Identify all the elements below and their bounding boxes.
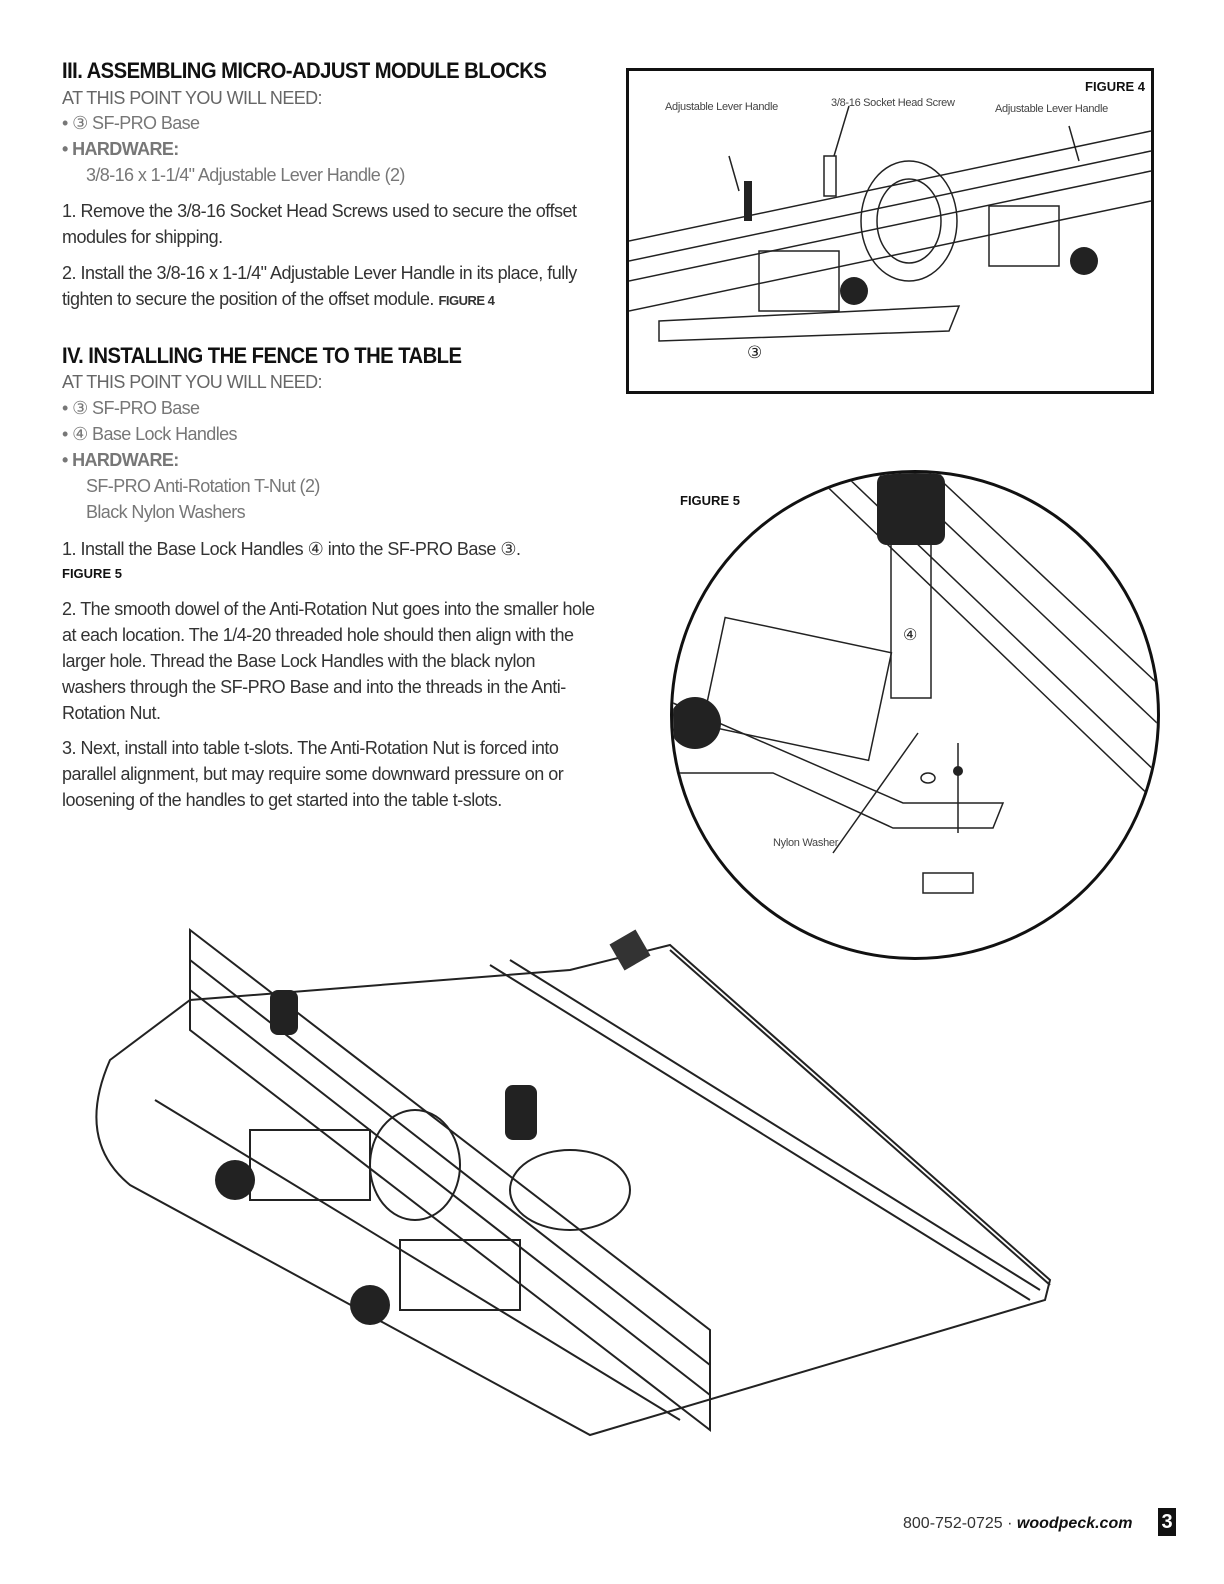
need-item: • HARDWARE: <box>62 450 179 470</box>
figure-4: FIGURE 4 Adjustable Lever Handle 3/8-16 … <box>626 68 1154 394</box>
section-3-need: AT THIS POINT YOU WILL NEED: <box>62 88 323 108</box>
footer-phone: 800-752-0725 · <box>903 1515 1013 1532</box>
hardware-item: 3/8-16 x 1-1/4" Adjustable Lever Handle … <box>86 165 405 185</box>
figure-4-title: FIGURE 4 <box>1085 79 1145 94</box>
step: 1. Remove the 3/8-16 Socket Head Screws … <box>62 201 577 247</box>
part-callout: ④ <box>903 627 918 644</box>
step-text: 2. Install the 3/8-16 x 1-1/4" Adjustabl… <box>62 263 577 309</box>
need-item: • ③ SF-PRO Base <box>62 113 200 133</box>
figure-ref: FIGURE 5 <box>62 566 122 581</box>
hardware-item: SF-PRO Anti-Rotation T-Nut (2) <box>86 476 320 496</box>
hardware-item: Black Nylon Washers <box>86 502 246 522</box>
figure-5: ④ Nylon Washer <box>670 470 1160 960</box>
part-callout: ③ <box>747 343 763 362</box>
figure-label: Adjustable Lever Handle <box>665 101 778 113</box>
figure-label: 3/8-16 Socket Head Screw <box>831 97 955 109</box>
figure-label: Nylon Washer <box>773 837 839 849</box>
router-table-illustration <box>95 927 1052 1437</box>
step: 2. Install the 3/8-16 x 1-1/4" Adjustabl… <box>62 260 592 314</box>
need-item: • HARDWARE: <box>62 139 179 159</box>
step: 2. The smooth dowel of the Anti-Rotation… <box>62 599 595 723</box>
footer-website: woodpeck.com <box>1016 1515 1133 1532</box>
footer: 800-752-0725 · woodpeck.com <box>903 1515 1132 1533</box>
page-number: 3 <box>1158 1508 1176 1536</box>
figure-ref: FIGURE 4 <box>438 293 495 308</box>
section-3-title: III. ASSEMBLING MICRO-ADJUST MODULE BLOC… <box>62 58 547 83</box>
step: 3. Next, install into table t-slots. The… <box>62 738 564 810</box>
fence-module-illustration <box>629 105 1151 342</box>
figure-5-title: FIGURE 5 <box>680 493 740 508</box>
figure-label: Adjustable Lever Handle <box>995 103 1108 115</box>
need-item: • ③ SF-PRO Base <box>62 398 200 418</box>
base-lock-handle-illustration <box>673 473 1157 894</box>
section-4-need: AT THIS POINT YOU WILL NEED: <box>62 372 323 392</box>
step: 1. Install the Base Lock Handles ④ into … <box>62 539 521 559</box>
need-item: • ④ Base Lock Handles <box>62 424 238 444</box>
section-4-title: IV. INSTALLING THE FENCE TO THE TABLE <box>62 343 462 368</box>
